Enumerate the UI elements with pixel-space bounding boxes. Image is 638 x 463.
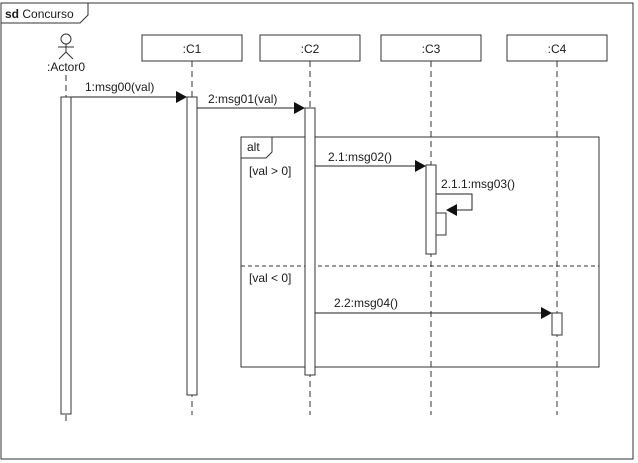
participant-c3-label: :C3: [422, 42, 441, 56]
alt-operator: alt: [247, 140, 260, 154]
message-2-2-label: 2.2:msg04(): [334, 296, 398, 310]
activation-c3: [425, 164, 437, 255]
sd-frame-tab: [1, 3, 89, 24]
alt-guard-2: [val < 0]: [249, 271, 291, 285]
sd-name: Concurso: [22, 7, 74, 21]
message-1-label: 1:msg00(val): [85, 80, 154, 94]
message-1-arrow: [71, 91, 187, 103]
message-2-2-arrow: [315, 307, 552, 319]
message-2-1-arrow: [315, 160, 426, 172]
sd-frame-title: sd Concurso: [5, 7, 74, 21]
alt-fragment: [240, 136, 600, 368]
actor-figure-icon: [58, 33, 74, 60]
message-2-label: 2:msg01(val): [208, 92, 277, 106]
activation-c4: [551, 312, 563, 336]
activation-c1: [186, 96, 198, 396]
alt-guard-1: [val > 0]: [249, 164, 291, 178]
participant-c4-label: :C4: [548, 42, 567, 56]
activation-c2: [304, 107, 316, 376]
participant-c1-label: :C1: [183, 42, 202, 56]
alt-fragment-tab: [241, 137, 273, 159]
participant-c3-box: [380, 34, 482, 62]
activation-actor: [60, 96, 72, 415]
message-2-1-1-label: 2.1.1:msg03(): [441, 177, 515, 191]
activation-c3-nested: [435, 212, 447, 236]
participant-c2-box: [259, 34, 361, 62]
sd-keyword: sd: [5, 7, 19, 21]
participant-c1-box: [141, 34, 243, 62]
participant-c2-label: :C2: [301, 42, 320, 56]
actor-label: :Actor0: [47, 60, 85, 74]
message-2-1-label: 2.1:msg02(): [328, 150, 392, 164]
message-2-arrow: [197, 102, 305, 114]
message-2-1-1-arrow: [436, 193, 473, 216]
